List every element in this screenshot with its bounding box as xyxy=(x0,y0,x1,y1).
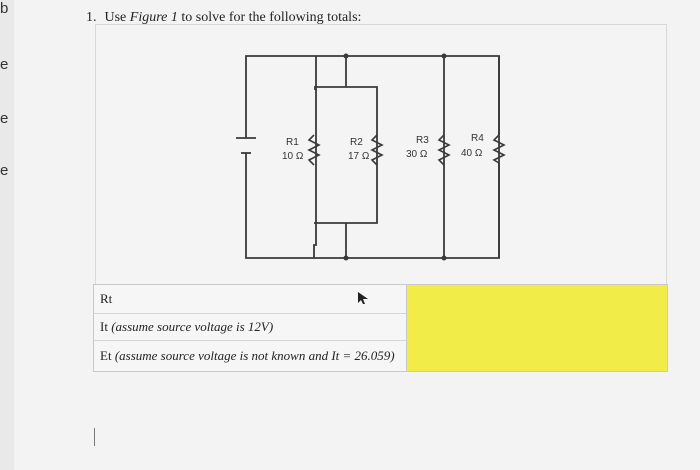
row-label: It xyxy=(100,318,108,334)
r3-zigzag xyxy=(437,134,451,166)
r1-zigzag xyxy=(307,134,321,166)
r1-top-wire xyxy=(314,56,317,90)
rt-answer-cell[interactable] xyxy=(406,285,667,313)
r4-value: 40 Ω xyxy=(461,148,483,159)
figure-reference: Figure 1 xyxy=(129,10,178,25)
r4-zigzag xyxy=(492,134,506,164)
mouse-cursor-icon xyxy=(358,292,368,304)
question-text: 1. Use Figure 1 to solve for the followin… xyxy=(86,10,361,26)
r3-value: 30 Ω xyxy=(406,149,428,160)
junction-dot xyxy=(343,53,349,59)
r1-value: 10 Ω xyxy=(282,151,304,162)
row-note: (assume source voltage is not known and … xyxy=(114,347,395,363)
circuit-figure: R1 10 Ω R2 17 Ω R3 30 Ω R4 40 Ω xyxy=(95,24,667,288)
row-label-cell: Et (assume source voltage is not known a… xyxy=(94,340,406,371)
resistor-labels: R1 10 Ω R2 17 Ω R3 30 Ω R4 40 Ω xyxy=(282,133,484,162)
table-row: It (assume source voltage is 12V) xyxy=(94,313,667,341)
circuit-wires xyxy=(236,55,500,259)
edge-letter: b xyxy=(0,0,9,17)
resistor-zigzags xyxy=(307,134,506,166)
question-prefix: Use xyxy=(104,10,130,25)
question-suffix: to solve for the following totals: xyxy=(177,10,362,25)
junction-dot xyxy=(441,255,447,261)
table-row: Et (assume source voltage is not known a… xyxy=(94,340,667,371)
r1-name: R1 xyxy=(286,137,299,148)
et-answer-cell[interactable] xyxy=(406,340,667,371)
it-answer-cell[interactable] xyxy=(406,313,667,340)
junction-dot xyxy=(343,255,349,261)
row-label-cell: It (assume source voltage is 12V) xyxy=(94,313,406,340)
r2-name: R2 xyxy=(350,137,363,148)
row-label-cell: Rt xyxy=(94,285,406,313)
r2-zigzag xyxy=(370,134,384,166)
question-number: 1. xyxy=(86,10,97,25)
text-caret xyxy=(94,428,95,446)
junction-dots xyxy=(343,53,447,261)
left-edge-strip: b e e e xyxy=(0,0,14,470)
r3-name: R3 xyxy=(416,135,429,146)
row-label: Rt xyxy=(100,291,113,306)
edge-letter: e xyxy=(0,56,9,73)
circuit-diagram: R1 10 Ω R2 17 Ω R3 30 Ω R4 40 Ω xyxy=(236,53,506,261)
answer-table: Rt It (assume source voltage is 12V) Et … xyxy=(93,284,668,372)
table-row: Rt xyxy=(94,285,667,314)
r2-value: 17 Ω xyxy=(348,151,370,162)
edge-letter: e xyxy=(0,162,9,179)
row-note: (assume source voltage is 12V) xyxy=(111,318,274,334)
row-label: Et xyxy=(100,347,112,363)
edge-letter: e xyxy=(0,110,9,127)
junction-dot xyxy=(441,53,447,59)
r4-name: R4 xyxy=(471,133,484,144)
r1-bottom-wire xyxy=(313,89,317,258)
